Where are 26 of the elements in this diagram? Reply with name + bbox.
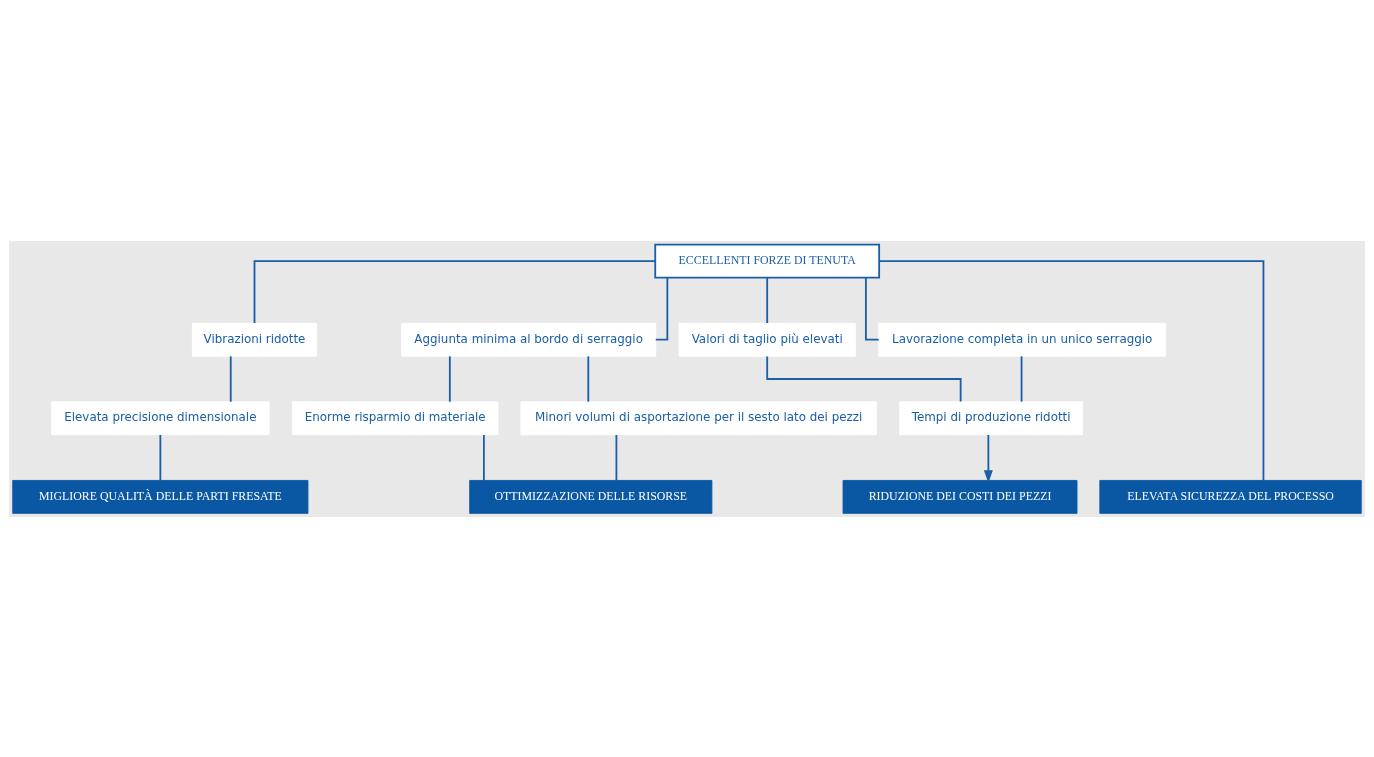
arrow [983,433,993,483]
connector [159,433,162,481]
connector [766,355,962,402]
node-box: Minori volumi di asportazione per il sesto lato dei pezzi [520,400,877,435]
node-box: Elevata precisione dimensionale [51,400,270,435]
node-box: Valori di taglio più elevati [678,322,856,357]
connector [865,276,880,341]
connector [654,276,669,341]
node-box: Lavorazione completa in un unico serraggio [878,322,1167,357]
connector [253,259,656,324]
node-box: MIGLIORE QUALITÀ DELLE PARTI FRESATE [12,479,309,514]
connector [1020,354,1023,403]
connector [587,354,590,403]
node-box: ELEVATA SICUREZZA DEL PROCESSO [1099,479,1362,514]
connector [229,354,232,403]
connector [615,433,618,481]
connector [766,276,769,324]
node-box: OTTIMIZZAZIONE DELLE RISORSE [469,479,713,514]
node-box: Enorme risparmio di materiale [291,400,499,435]
node-box: RIDUZIONE DEI COSTI DEI PEZZI [842,479,1078,514]
node-box: Vibrazioni ridotte [191,322,318,357]
connector [482,433,485,481]
node-box: ECCELLENTI FORZE DI TENUTA [654,243,881,278]
node-box: Tempi di produzione ridotti [899,400,1083,435]
connector [448,354,451,403]
node-box: Aggiunta minima al bordo di serraggio [401,322,657,357]
